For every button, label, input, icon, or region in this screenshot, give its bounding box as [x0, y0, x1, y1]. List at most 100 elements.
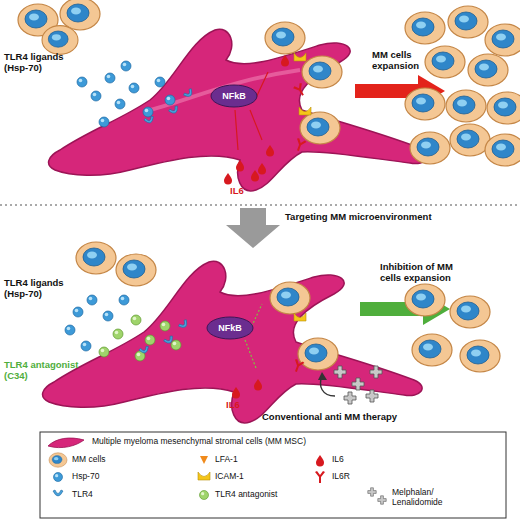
legend-il6	[316, 455, 324, 467]
art-use	[302, 56, 342, 88]
art-use	[91, 91, 101, 101]
stroma-highlight	[150, 70, 300, 110]
oval-shape	[207, 317, 253, 339]
art-use	[73, 307, 83, 317]
mm-cells-left	[76, 242, 156, 286]
art-path	[245, 304, 262, 368]
legend-text: MM cells	[72, 455, 182, 465]
art-use	[81, 341, 91, 351]
art-use	[294, 313, 306, 321]
top-panel	[18, 0, 520, 191]
art-use	[293, 138, 307, 153]
mm-cells-bound	[265, 22, 342, 152]
hsp-balls	[65, 295, 129, 351]
art-use	[410, 132, 450, 164]
art-path	[235, 72, 268, 150]
art-use	[99, 347, 109, 357]
art-use	[129, 83, 139, 93]
art-use	[258, 163, 266, 175]
art-use	[254, 379, 262, 391]
art-use	[468, 54, 508, 86]
art-path	[318, 372, 327, 380]
legend-text: Melphalan/ Lenalidomide	[392, 488, 472, 508]
art-use	[160, 321, 170, 331]
art-use	[412, 334, 452, 366]
art-use	[448, 6, 488, 38]
mm-cells-left	[18, 0, 100, 54]
hsp-balls	[77, 61, 175, 127]
annotation-label: MM cells expansion	[372, 50, 434, 72]
art-use	[485, 134, 520, 166]
art-use	[485, 24, 520, 56]
art-use	[298, 338, 338, 370]
annotation-label: TLR4 ligands (Hsp-70)	[4, 278, 74, 300]
legend	[40, 432, 506, 518]
legend-tlr4	[53, 490, 63, 496]
stromal-cell	[43, 261, 423, 423]
art-use	[270, 282, 310, 314]
art-use	[144, 116, 155, 125]
art-use	[370, 366, 382, 378]
annotation-label: Conventional anti MM therapy	[262, 412, 422, 423]
annotation-label: Inhibition of MM cells expansion	[380, 262, 462, 284]
annotation-label: Targeting MM microenvironment	[285, 212, 485, 223]
art-use	[405, 88, 445, 120]
art-use	[87, 295, 97, 305]
tlr4-receptors	[139, 319, 190, 355]
art-use	[236, 160, 244, 172]
art-use	[450, 296, 490, 328]
antagonist-balls	[99, 315, 181, 361]
art-use	[294, 53, 306, 61]
art-use	[65, 325, 75, 335]
art-use	[119, 295, 129, 305]
art-use	[121, 61, 131, 71]
art-use	[171, 340, 181, 350]
art-use	[76, 242, 116, 274]
art-use	[450, 124, 490, 156]
art-use	[334, 366, 346, 378]
art-use	[344, 392, 356, 404]
node-text: NFkB	[218, 323, 242, 333]
art-use	[366, 390, 378, 402]
art-use	[77, 77, 87, 87]
art-use	[178, 319, 190, 330]
art-use	[446, 90, 486, 122]
nfkb-oval: NFkB	[210, 84, 258, 108]
transition-arrow	[226, 208, 280, 248]
art-use	[368, 488, 376, 496]
art-use	[105, 73, 115, 83]
legend-lfa	[200, 456, 208, 464]
mm-cells-bound	[270, 282, 338, 373]
art-use	[232, 387, 240, 399]
legend-text: Multiple myeloma mesenchymal stromal cel…	[92, 437, 392, 447]
legend-text: TLR4	[72, 490, 182, 500]
node-text: NFkB	[222, 91, 246, 101]
art-use	[131, 315, 141, 325]
legend-text: IL6	[332, 455, 422, 465]
art-use	[155, 77, 165, 87]
art-use	[281, 55, 289, 67]
art-use	[352, 378, 364, 390]
legend-text: IL6R	[332, 472, 422, 482]
annotation-label: IL6	[230, 186, 260, 197]
art-use	[139, 346, 150, 355]
stromal-cell	[49, 29, 429, 191]
art-use	[251, 170, 259, 182]
art-use	[103, 311, 113, 321]
art-use	[183, 88, 195, 99]
legend-stroma	[48, 438, 84, 448]
legend-text: Hsp-70	[72, 472, 182, 482]
art-use	[266, 145, 274, 157]
art-use	[299, 107, 311, 115]
art-use	[145, 335, 155, 345]
legend-il6r	[315, 471, 325, 483]
art-use	[405, 284, 445, 316]
legend-icam	[198, 472, 210, 480]
art-use	[60, 0, 100, 30]
annotation-label: IL6	[226, 400, 256, 411]
art-use	[165, 95, 175, 105]
legend-text: ICAM-1	[215, 472, 305, 482]
mm-cells-reduced	[405, 284, 500, 372]
art-use	[300, 112, 340, 144]
